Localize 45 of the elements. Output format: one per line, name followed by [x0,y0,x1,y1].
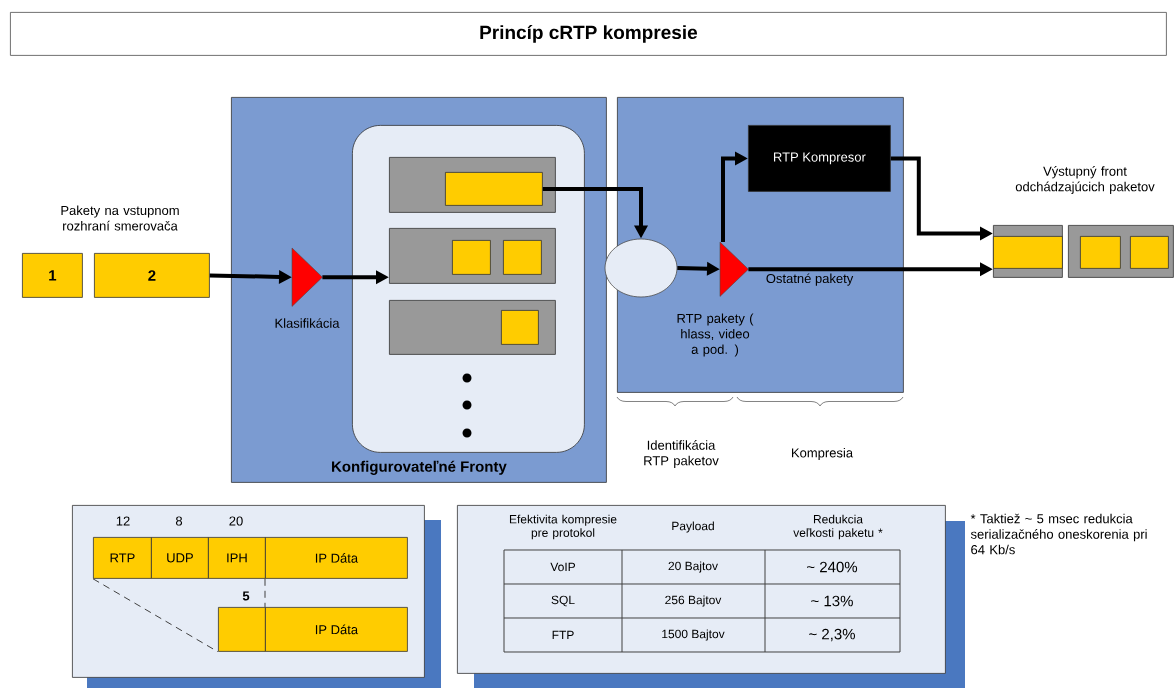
identifier-ellipse [604,238,678,298]
compressor-box: RTP Kompresor [748,125,891,192]
switch-triangle [719,241,749,297]
caption: Kompresia [792,447,854,461]
table-cell: ~ 2,3% [809,628,855,642]
table-cell: 1500 Bajtov [662,629,725,641]
edge-label: Ostatné pakety [764,272,855,287]
node-label: RTP pakety ( hlass, video a pod. ) [677,313,754,357]
table-cell: 256 Bajtov [665,595,722,607]
table-cell: SQL [551,595,575,607]
table-panel [457,505,965,688]
packet-box [445,172,543,206]
packet-box [501,310,539,345]
packet-box [503,240,542,275]
byte-count: 5 [242,591,250,601]
caption: Výstupný front odchádzajúcich paketov [1015,166,1155,194]
caption: Pakety na vstupnom rozhraní smerovača [61,205,179,231]
table-cell: VoIP [550,562,576,572]
table-header: Redukcia veľkosti paketu * [793,514,883,540]
caption: Identifikácia RTP paketov [644,440,719,468]
classifier-triangle [291,247,323,307]
dashed-line [92,578,219,653]
packet-box: 2 [94,253,210,298]
packet-box [452,240,491,275]
packet-box: 1 [22,253,83,298]
table-header: Payload [672,521,714,533]
header-field [218,607,266,652]
dashed-line [264,578,266,608]
table-cell: ~ 13% [811,595,853,607]
table-cell: ~ 240% [807,561,858,573]
table-cell: FTP [552,630,574,640]
table-cell: 20 Bajtov [668,561,718,573]
header-field: IPH [208,537,266,579]
title-box: Princíp cRTP kompresie [10,12,1167,56]
byte-count: 20 [229,516,243,526]
byte-count: 12 [116,516,130,526]
packet-box [1130,236,1169,269]
packet-box [993,236,1063,269]
table-header: Efektivita kompresie pre protokol [509,514,617,540]
header-field: RTP [93,537,152,579]
packet-box [1080,236,1121,269]
node-label: Klasifikácia [275,318,340,328]
footnote: * Taktiež ~ 5 msec redukcia serializačného oneskorenia pri 64 Kb/s [970,513,1147,555]
byte-count: 8 [175,516,183,526]
header-field: UDP [151,537,209,579]
